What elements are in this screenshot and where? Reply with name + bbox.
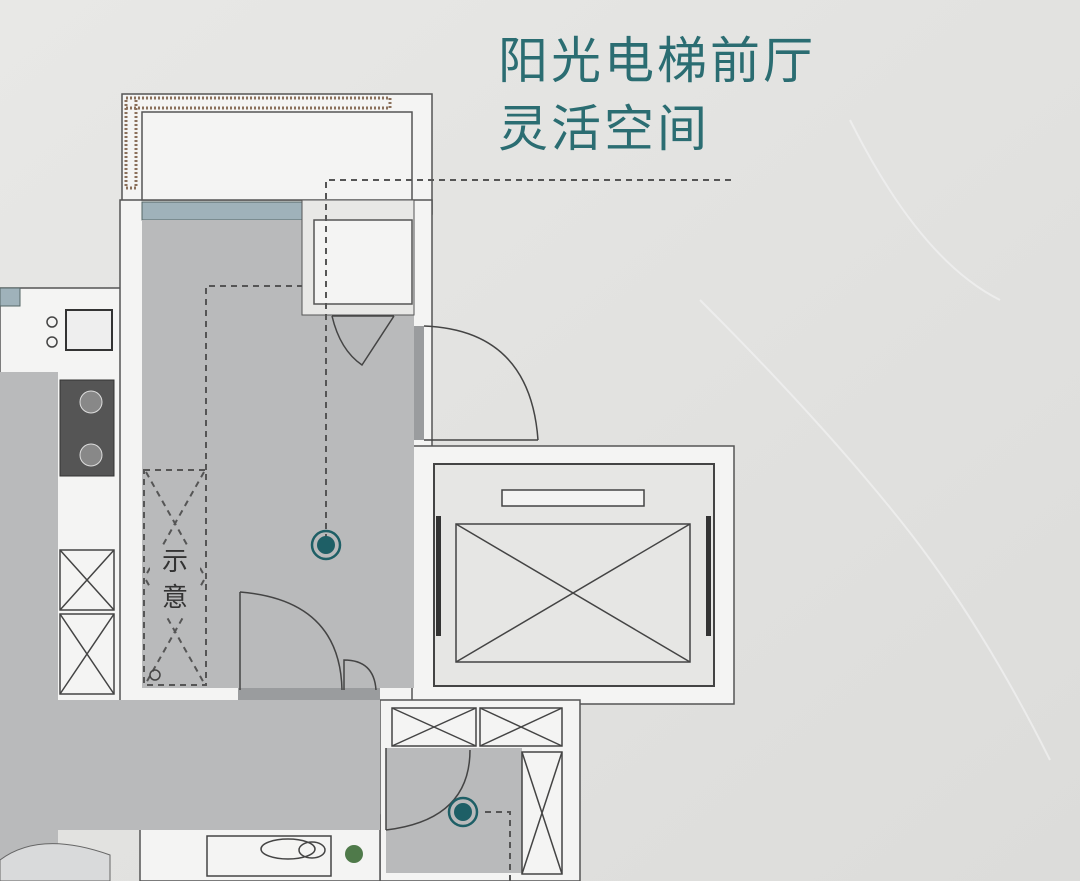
cabinet-label-1: 示 xyxy=(162,547,188,577)
doors xyxy=(239,315,539,831)
cabinet-label-2: 意 xyxy=(162,583,188,613)
elevator xyxy=(433,463,715,687)
location-marker-2 xyxy=(447,796,479,828)
location-marker xyxy=(310,529,342,561)
shoe-cabinet xyxy=(143,469,207,686)
cabinets-left xyxy=(59,549,115,695)
sink xyxy=(65,309,113,351)
callout-line xyxy=(325,179,735,540)
small-room-floor xyxy=(386,748,522,873)
headline-line-2: 灵活空间 xyxy=(498,100,710,158)
cabinets-small-room xyxy=(391,707,563,875)
plant-icon xyxy=(345,845,363,863)
window xyxy=(141,201,303,221)
balcony-rail xyxy=(124,96,392,110)
headline-line-1: 阳光电梯前厅 xyxy=(498,32,816,90)
